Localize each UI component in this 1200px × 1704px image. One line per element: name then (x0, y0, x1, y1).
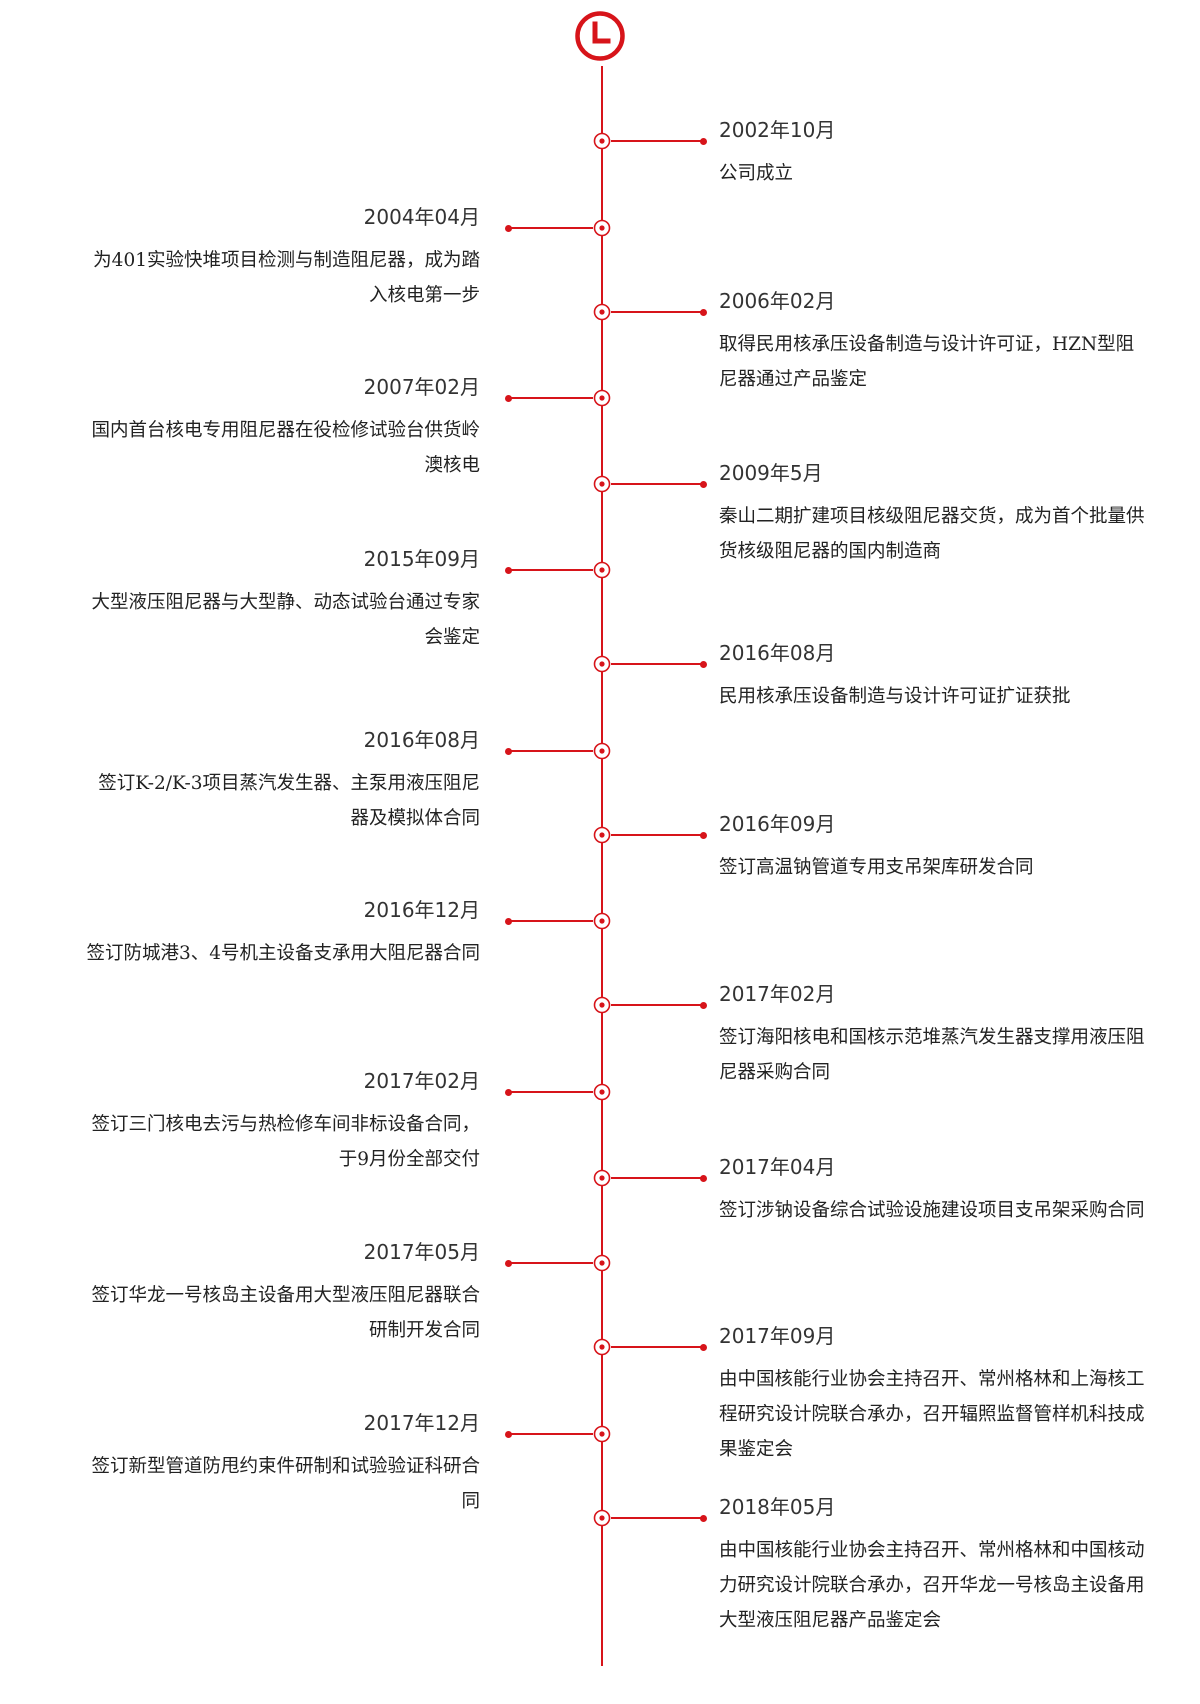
event-date: 2017年02月 (363, 1069, 480, 1093)
timeline-connector (611, 140, 703, 142)
event-description: 签订K-2/K-3项目蒸汽发生器、主泵用液压阻尼器及模拟体合同 (98, 773, 480, 829)
event-date: 2017年02月 (719, 982, 836, 1006)
connector-endpoint (505, 747, 512, 755)
timeline-connector (508, 1091, 593, 1093)
connector-endpoint (700, 1001, 707, 1009)
event-date: 2017年05月 (363, 1240, 480, 1264)
timeline-node (593, 1425, 611, 1443)
connector-endpoint (700, 1514, 707, 1522)
event-date: 2006年02月 (719, 289, 836, 313)
event-description: 签订三门核电去污与热检修车间非标设备合同，于9月份全部交付 (91, 1114, 480, 1170)
timeline-connector (611, 834, 703, 836)
event-description: 大型液压阻尼器与大型静、动态试验台通过专家会鉴定 (91, 592, 480, 648)
clock-icon (575, 11, 625, 61)
timeline-node (593, 1509, 611, 1527)
event-date: 2017年09月 (719, 1324, 836, 1348)
timeline-node (593, 912, 611, 930)
connector-endpoint (700, 1174, 707, 1182)
event-description: 取得民用核承压设备制造与设计许可证，HZN型阻尼器通过产品鉴定 (719, 334, 1135, 390)
event-date: 2018年05月 (719, 1495, 836, 1519)
event-description: 签订海阳核电和国核示范堆蒸汽发生器支撑用液压阻尼器采购合同 (719, 1027, 1145, 1083)
connector-endpoint (505, 917, 512, 925)
event-date: 2017年12月 (363, 1411, 480, 1435)
connector-endpoint (505, 1088, 512, 1096)
timeline-node (593, 1338, 611, 1356)
timeline-connector (611, 1004, 703, 1006)
event-date: 2004年04月 (363, 205, 480, 229)
timeline-connector (508, 397, 593, 399)
timeline-node (593, 1083, 611, 1101)
event-date: 2016年08月 (363, 728, 480, 752)
event-description: 签订防城港3、4号机主设备支承用大阻尼器合同 (86, 943, 480, 964)
event-description: 由中国核能行业协会主持召开、常州格林和上海核工程研究设计院联合承办，召开辐照监督… (719, 1369, 1145, 1460)
timeline-node (593, 132, 611, 150)
event-description: 国内首台核电专用阻尼器在役检修试验台供货岭澳核电 (91, 420, 480, 476)
connector-endpoint (700, 1343, 707, 1351)
timeline-node (593, 475, 611, 493)
timeline-node (593, 826, 611, 844)
connector-endpoint (505, 394, 512, 402)
timeline-node (593, 742, 611, 760)
event-date: 2007年02月 (363, 375, 480, 399)
event-description: 签订高温钠管道专用支吊架库研发合同 (719, 857, 1034, 878)
connector-endpoint (700, 831, 707, 839)
timeline-node (593, 389, 611, 407)
connector-endpoint (505, 224, 512, 232)
event-description: 签订涉钠设备综合试验设施建设项目支吊架采购合同 (719, 1200, 1145, 1221)
connector-endpoint (700, 137, 707, 145)
connector-endpoint (505, 1430, 512, 1438)
connector-endpoint (505, 1259, 512, 1267)
event-description: 公司成立 (719, 163, 794, 184)
timeline-connector (611, 1517, 703, 1519)
timeline-connector (611, 663, 703, 665)
timeline-connector (508, 920, 593, 922)
event-description: 由中国核能行业协会主持召开、常州格林和中国核动力研究设计院联合承办，召开华龙一号… (719, 1540, 1145, 1631)
timeline-connector (611, 483, 703, 485)
timeline-node (593, 561, 611, 579)
timeline-node (593, 996, 611, 1014)
timeline-node (593, 1169, 611, 1187)
timeline-node (593, 219, 611, 237)
event-date: 2016年08月 (719, 641, 836, 665)
event-date: 2017年04月 (719, 1155, 836, 1179)
event-date: 2016年09月 (719, 812, 836, 836)
timeline-connector (508, 750, 593, 752)
connector-endpoint (505, 566, 512, 574)
event-date: 2015年09月 (363, 547, 480, 571)
timeline-connector (508, 569, 593, 571)
connector-endpoint (700, 660, 707, 668)
event-description: 签订华龙一号核岛主设备用大型液压阻尼器联合研制开发合同 (91, 1285, 480, 1341)
connector-endpoint (700, 480, 707, 488)
timeline-connector (611, 1177, 703, 1179)
timeline-spine (601, 66, 603, 1666)
event-description: 秦山二期扩建项目核级阻尼器交货，成为首个批量供货核级阻尼器的国内制造商 (719, 506, 1145, 562)
timeline-node (593, 655, 611, 673)
timeline-connector (611, 1346, 703, 1348)
event-date: 2009年5月 (719, 461, 823, 485)
connector-endpoint (700, 308, 707, 316)
event-date: 2016年12月 (363, 898, 480, 922)
timeline-node (593, 303, 611, 321)
event-description: 为401实验快堆项目检测与制造阻尼器，成为踏入核电第一步 (93, 250, 480, 306)
event-description: 签订新型管道防甩约束件研制和试验验证科研合同 (91, 1456, 480, 1512)
timeline-connector (611, 311, 703, 313)
timeline-node (593, 1254, 611, 1272)
timeline-connector (508, 227, 593, 229)
timeline-connector (508, 1262, 593, 1264)
event-date: 2002年10月 (719, 118, 836, 142)
event-description: 民用核承压设备制造与设计许可证扩证获批 (719, 686, 1071, 707)
timeline-connector (508, 1433, 593, 1435)
